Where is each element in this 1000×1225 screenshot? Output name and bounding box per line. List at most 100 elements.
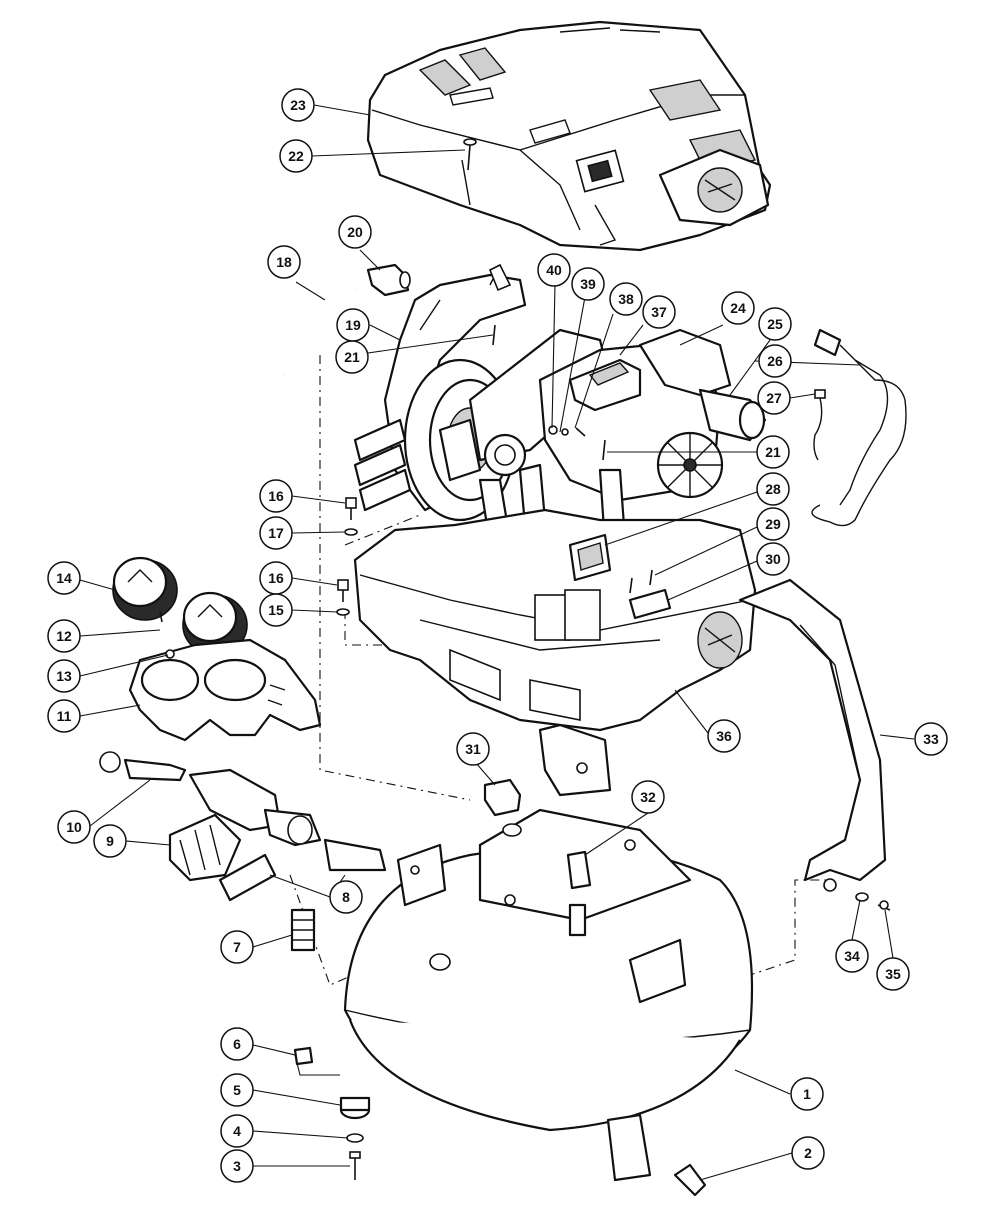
callout-16-upper: 16: [259, 479, 293, 513]
svg-text:27: 27: [766, 390, 782, 406]
svg-text:36: 36: [716, 728, 732, 744]
callout-35: 35: [876, 957, 910, 991]
callout-25: 25: [758, 307, 792, 341]
svg-text:39: 39: [580, 276, 596, 292]
svg-text:26: 26: [767, 353, 783, 369]
svg-text:8: 8: [342, 889, 350, 905]
pressure-switch: [568, 533, 612, 582]
svg-text:29: 29: [765, 516, 781, 532]
bolts-16: [336, 497, 358, 616]
foot-hardware: [293, 1046, 371, 1180]
svg-text:1: 1: [803, 1086, 811, 1102]
hose: [185, 287, 356, 440]
callout-12: 12: [47, 619, 81, 653]
svg-text:28: 28: [765, 481, 781, 497]
callout-11: 11: [47, 699, 81, 733]
svg-text:37: 37: [651, 304, 667, 320]
small-hardware-37-40: [548, 425, 586, 437]
callout-28: 28: [756, 472, 790, 506]
callout-16-lower: 16: [259, 561, 293, 595]
pump-motor-assembly: [353, 328, 767, 547]
svg-text:4: 4: [233, 1123, 241, 1139]
callout-8: 8: [329, 880, 363, 914]
callout-26: 26: [758, 344, 792, 378]
callout-36: 36: [707, 719, 741, 753]
callout-34: 34: [835, 939, 869, 973]
svg-text:2: 2: [804, 1145, 812, 1161]
handle-hardware: [855, 892, 891, 911]
svg-text:23: 23: [290, 97, 306, 113]
callout-14: 14: [47, 561, 81, 595]
callout-40: 40: [537, 253, 571, 287]
svg-text:14: 14: [56, 570, 72, 586]
callout-3: 3: [220, 1149, 254, 1183]
callout-31: 31: [456, 732, 490, 766]
callout-30: 30: [756, 542, 790, 576]
svg-text:30: 30: [765, 551, 781, 567]
callout-33: 33: [914, 722, 948, 756]
svg-text:13: 13: [56, 668, 72, 684]
svg-text:6: 6: [233, 1036, 241, 1052]
screw-21: [492, 324, 606, 461]
callout-24: 24: [721, 291, 755, 325]
elbow-fitting-31: [483, 778, 522, 817]
svg-text:25: 25: [767, 316, 783, 332]
svg-text:17: 17: [268, 525, 284, 541]
terminal-block: [628, 588, 672, 620]
callout-39: 39: [571, 267, 605, 301]
callout-37: 37: [642, 295, 676, 329]
svg-text:24: 24: [730, 300, 746, 316]
callout-4: 4: [220, 1114, 254, 1148]
callout-17: 17: [259, 516, 293, 550]
callout-5: 5: [220, 1073, 254, 1107]
svg-text:16: 16: [268, 570, 284, 586]
callout-7: 7: [220, 930, 254, 964]
callout-6: 6: [220, 1027, 254, 1061]
callout-27: 27: [757, 381, 791, 415]
callout-9: 9: [93, 824, 127, 858]
callout-19: 19: [336, 308, 370, 342]
leader-lines: [79, 104, 915, 1181]
svg-text:31: 31: [465, 741, 481, 757]
callout-29: 29: [756, 507, 790, 541]
svg-text:5: 5: [233, 1082, 241, 1098]
svg-text:21: 21: [344, 349, 360, 365]
screw-22: [463, 138, 477, 171]
screw-29: [629, 569, 653, 594]
svg-text:40: 40: [546, 262, 562, 278]
elbow-fitting-20: [366, 263, 411, 297]
svg-text:38: 38: [618, 291, 634, 307]
callout-21-right: 21: [756, 435, 790, 469]
svg-text:15: 15: [268, 602, 284, 618]
drain-valve-2: [673, 1163, 707, 1197]
svg-text:22: 22: [288, 148, 304, 164]
regulator-manifold: [99, 751, 387, 902]
top-shroud: [366, 20, 772, 252]
svg-text:21: 21: [765, 444, 781, 460]
callout-2: 2: [791, 1136, 825, 1170]
svg-text:9: 9: [106, 833, 114, 849]
svg-text:20: 20: [347, 224, 363, 240]
safety-valve-32: [566, 850, 592, 890]
svg-text:18: 18: [276, 254, 292, 270]
svg-text:16: 16: [268, 488, 284, 504]
callout-38: 38: [609, 282, 643, 316]
power-cord: [811, 328, 907, 527]
callout-1: 1: [790, 1077, 824, 1111]
callout-18: 18: [267, 245, 301, 279]
svg-text:3: 3: [233, 1158, 241, 1174]
air-tank: [343, 808, 754, 1182]
fitting-7: [290, 908, 316, 952]
callout-10: 10: [57, 810, 91, 844]
lower-base: [353, 508, 757, 797]
svg-text:32: 32: [640, 789, 656, 805]
callout-13: 13: [47, 659, 81, 693]
handle: [738, 578, 887, 892]
callout-22: 22: [279, 139, 313, 173]
callout-20: 20: [338, 215, 372, 249]
svg-text:33: 33: [923, 731, 939, 747]
svg-text:35: 35: [885, 966, 901, 982]
svg-text:11: 11: [57, 708, 72, 724]
svg-text:10: 10: [66, 819, 82, 835]
